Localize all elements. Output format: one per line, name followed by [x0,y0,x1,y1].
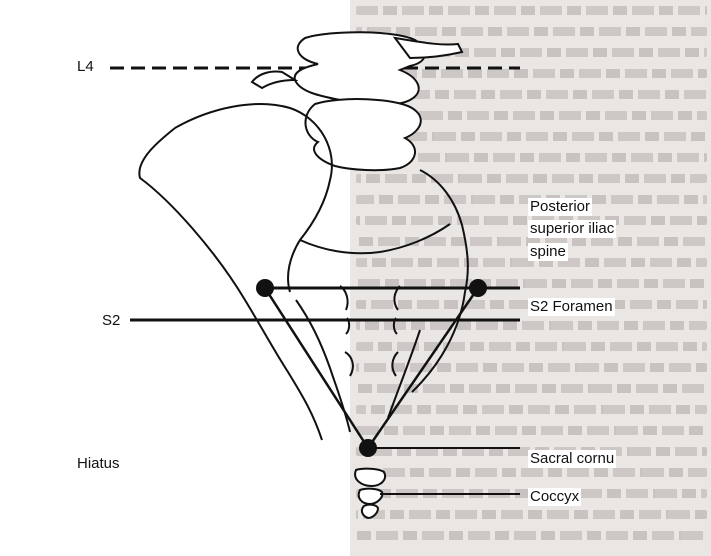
sacrum-outline [296,224,450,432]
sacral-cornu-dot [359,439,377,457]
sacral-foramina [340,286,400,376]
right-ilium [412,170,468,392]
superior-iliac-label: superior iliac [528,220,616,238]
coccyx-label: Coccyx [528,488,581,506]
left-ilium [139,104,332,440]
l4-label: L4 [75,58,96,76]
s2-label: S2 [100,312,122,330]
right-psis-dot [469,279,487,297]
lumbar-vertebrae [252,32,462,170]
left-psis-dot [256,279,274,297]
landmark-triangle [265,288,478,448]
spine-label: spine [528,243,568,261]
hiatus-label: Hiatus [75,455,122,473]
sacral-cornu-label: Sacral cornu [528,450,616,468]
s2-foramen-label: S2 Foramen [528,298,615,316]
posterior-label: Posterior [528,198,592,216]
